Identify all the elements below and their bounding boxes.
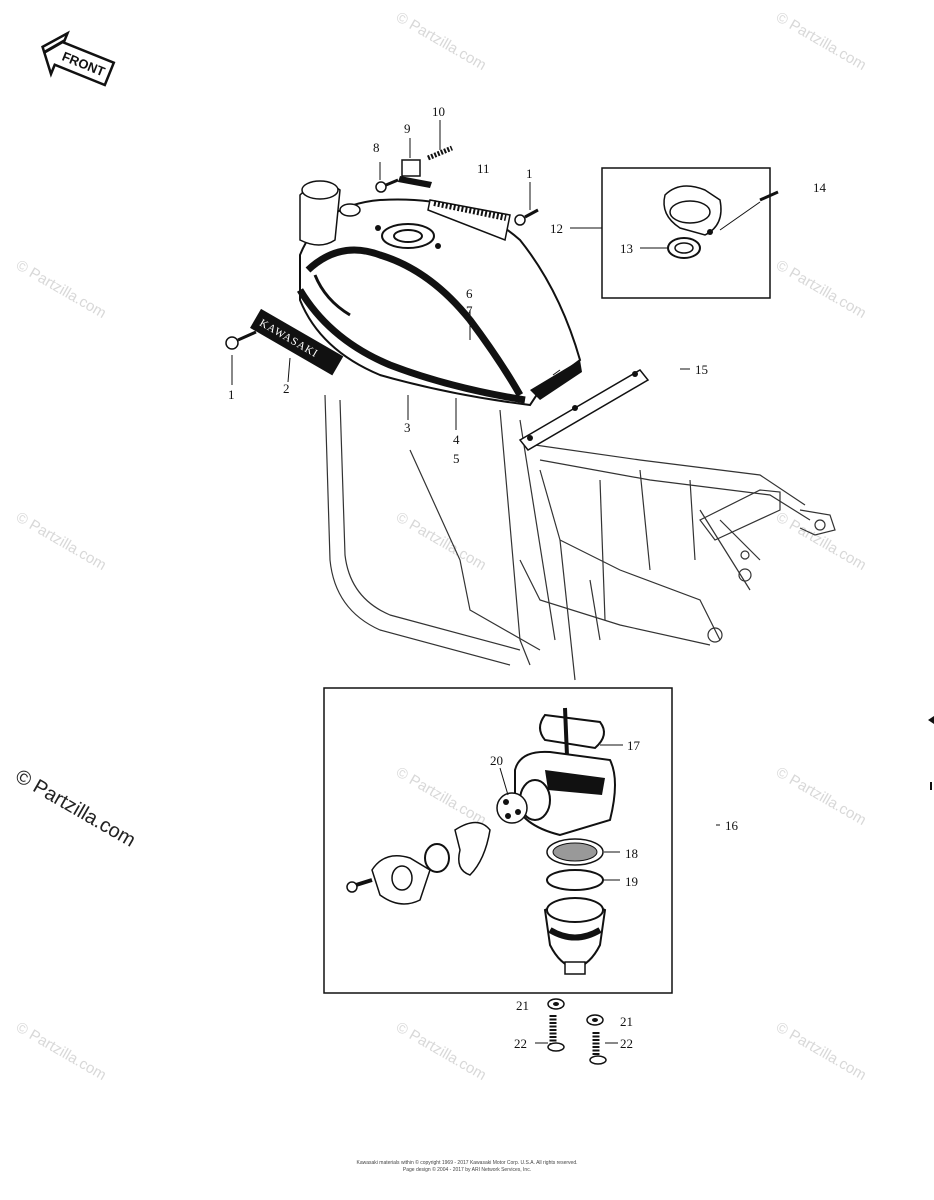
callout-22: 22 [620, 1036, 633, 1051]
bolt-22-right [589, 1032, 607, 1065]
callout-1: 1 [526, 166, 533, 181]
watermark-text: © Partzilla.com [773, 9, 869, 74]
callout-20: 20 [490, 753, 503, 768]
callout-22: 22 [514, 1036, 527, 1051]
bolt-8 [375, 178, 399, 193]
callout-15: 15 [695, 362, 708, 377]
callout-21: 21 [620, 1014, 633, 1029]
callout-16: 16 [725, 818, 739, 833]
callout-3: 3 [404, 420, 411, 435]
callout-6: 6 [466, 286, 473, 301]
frame [324, 394, 836, 681]
callout-numbers: 1 1 2 3 4 5 6 7 8 9 10 11 12 13 14 15 16… [228, 104, 827, 1051]
screw-1-right [514, 208, 539, 226]
watermark-text: © Partzilla.com [393, 764, 489, 829]
callout-5: 5 [453, 451, 460, 466]
fuel-cock-inset-box [323, 687, 673, 994]
edge-marks [928, 716, 934, 790]
front-direction-arrow: FRONT [41, 30, 116, 87]
watermark-text: © Partzilla.com [773, 1019, 869, 1084]
leader-lines [231, 120, 720, 1044]
callout-19: 19 [625, 874, 638, 889]
washer-21-left [547, 998, 565, 1010]
copyright-line: Kawasaki materials within © copyright 19… [356, 1160, 578, 1166]
fuel-tank [296, 180, 582, 407]
emblem-strip [427, 199, 511, 242]
washer-21-right [586, 1014, 604, 1026]
callout-17: 17 [627, 738, 641, 753]
callout-2: 2 [283, 381, 290, 396]
cap-inset-box [601, 167, 779, 299]
callout-4: 4 [453, 432, 460, 447]
callout-7: 7 [466, 303, 473, 318]
callout-10: 10 [432, 104, 445, 119]
watermark-text: © Partzilla.com [13, 509, 109, 574]
bolt-22-left [547, 1015, 565, 1052]
watermark-text: © Partzilla.com [773, 509, 869, 574]
watermark-text: © Partzilla.com [773, 764, 869, 829]
watermark-text: © Partzilla.com [773, 257, 869, 322]
callout-21: 21 [516, 998, 529, 1013]
callout-14: 14 [813, 180, 827, 195]
watermark-text: © Partzilla.com [393, 1019, 489, 1084]
callout-11: 11 [477, 161, 490, 176]
watermark-text: © Partzilla.com [13, 257, 109, 322]
watermark-layer: © Partzilla.com © Partzilla.com © Partzi… [12, 9, 870, 1084]
clamp-9 [398, 159, 432, 188]
watermark-text: © Partzilla.com [393, 9, 489, 74]
callout-8: 8 [373, 140, 380, 155]
callout-18: 18 [625, 846, 638, 861]
watermark-text: © Partzilla.com [13, 1019, 109, 1084]
screw-1-left [225, 330, 257, 350]
callout-13: 13 [620, 241, 633, 256]
page-design-line: Page design © 2004 - 2017 by ARI Network… [402, 1167, 532, 1173]
screw-10 [427, 145, 453, 161]
callout-12: 12 [550, 221, 563, 236]
tank-stay-bar [518, 369, 650, 451]
callout-1: 1 [228, 387, 235, 402]
watermark-text: © Partzilla.com [12, 765, 140, 851]
callout-9: 9 [404, 121, 411, 136]
